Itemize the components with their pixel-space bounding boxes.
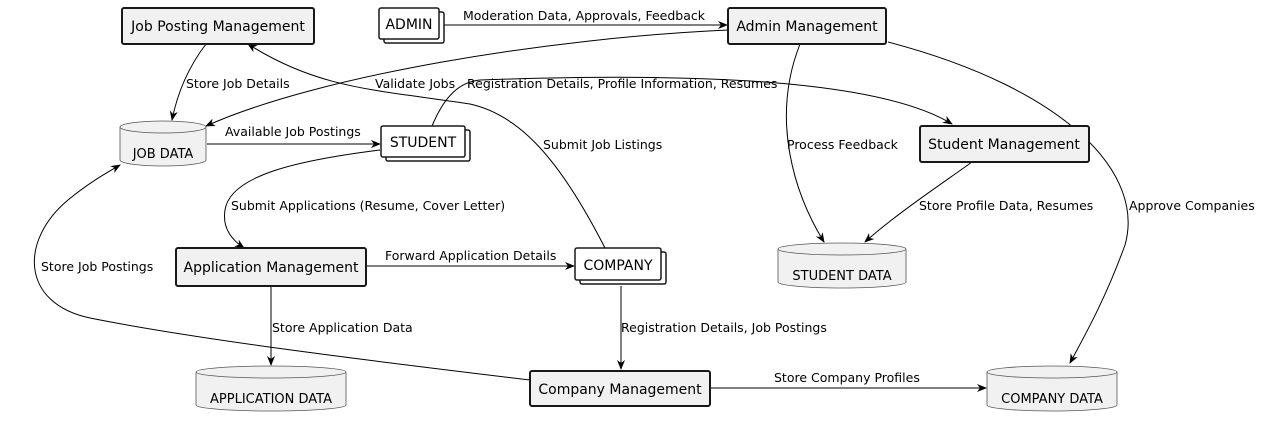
- edge-store-job-details: [169, 43, 207, 121]
- edge-store-job-postings: [33, 164, 531, 381]
- flow-edges: [33, 21, 1129, 392]
- entity-label: STUDENT: [390, 135, 457, 151]
- label-validate-jobs: Validate Jobs: [375, 76, 455, 91]
- label-available-job-postings: Available Job Postings: [225, 124, 361, 139]
- store-label: JOB DATA: [132, 147, 194, 162]
- store-job-data[interactable]: JOB DATA: [119, 120, 207, 167]
- process-label: Application Management: [184, 260, 359, 276]
- process-company-management[interactable]: Company Management: [529, 370, 711, 407]
- label-registration-job-postings: Registration Details, Job Postings: [621, 320, 827, 335]
- entity-label: COMPANY: [583, 258, 652, 274]
- edge-submit-applications: [223, 149, 381, 249]
- label-store-profile-data: Store Profile Data, Resumes: [919, 198, 1093, 213]
- process-student-management[interactable]: Student Management: [919, 125, 1090, 163]
- entity-admin[interactable]: ADMIN: [378, 7, 445, 44]
- process-label: Job Posting Management: [130, 19, 305, 35]
- store-student-data[interactable]: STUDENT DATA: [777, 242, 907, 289]
- label-store-application-data: Store Application Data: [272, 320, 413, 335]
- label-submit-applications: Submit Applications (Resume, Cover Lette…: [231, 198, 505, 213]
- label-process-feedback: Process Feedback: [787, 137, 899, 152]
- store-label: COMPANY DATA: [1001, 392, 1103, 407]
- label-approve-companies: Approve Companies: [1129, 198, 1255, 213]
- process-label: Company Management: [538, 382, 702, 398]
- store-application-data[interactable]: APPLICATION DATA: [195, 365, 347, 412]
- entity-label: ADMIN: [385, 17, 432, 33]
- label-registration-profile: Registration Details, Profile Informatio…: [467, 76, 777, 91]
- process-application-management[interactable]: Application Management: [175, 247, 367, 287]
- process-admin-management[interactable]: Admin Management: [727, 7, 887, 45]
- store-company-data[interactable]: COMPANY DATA: [986, 365, 1118, 412]
- label-moderation: Moderation Data, Approvals, Feedback: [463, 8, 706, 23]
- edge-submit-job-listings: [247, 43, 606, 249]
- entity-company[interactable]: COMPANY: [574, 247, 667, 285]
- process-label: Admin Management: [736, 19, 878, 35]
- label-store-job-postings: Store Job Postings: [41, 259, 153, 274]
- label-store-company-profiles: Store Company Profiles: [774, 370, 920, 385]
- edge-registration-profile: [431, 76, 953, 127]
- flow-labels: Moderation Data, Approvals, Feedback Sto…: [41, 8, 1255, 385]
- edge-validate-jobs: [205, 29, 729, 127]
- label-submit-job-listings: Submit Job Listings: [543, 137, 662, 152]
- label-forward-application: Forward Application Details: [385, 248, 556, 263]
- edge-store-profile-data: [864, 161, 973, 243]
- store-label: STUDENT DATA: [792, 269, 891, 284]
- entity-student[interactable]: STUDENT: [380, 125, 471, 162]
- label-store-job-details: Store Job Details: [186, 76, 290, 91]
- edge-process-feedback: [785, 43, 825, 243]
- edge-approve-companies: [887, 41, 1129, 364]
- store-label: APPLICATION DATA: [210, 392, 332, 407]
- process-label: Student Management: [928, 137, 1080, 153]
- process-job-posting-management[interactable]: Job Posting Management: [121, 7, 315, 45]
